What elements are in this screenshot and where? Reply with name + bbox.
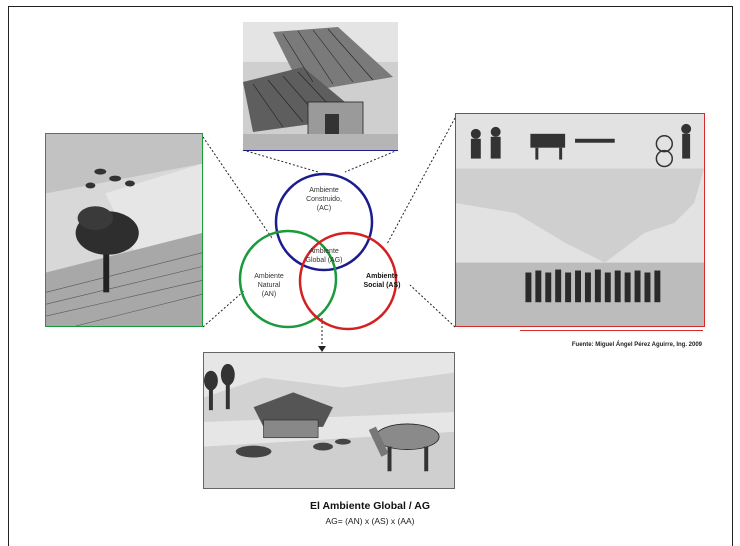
connector-left-bottom: [202, 289, 246, 328]
source-underline: [520, 330, 703, 331]
image-built-environment: [243, 22, 398, 151]
image-global-environment: [203, 352, 455, 489]
label-natural-environment: Ambiente Natural (AN): [254, 273, 284, 298]
connector-top-left: [242, 149, 319, 173]
connector-top-right: [344, 149, 399, 173]
page-frame: [8, 6, 733, 546]
image-natural-environment: [45, 133, 203, 327]
image-social-environment: [455, 113, 705, 327]
connector-left-top: [202, 136, 273, 239]
connector-right-bottom: [409, 284, 456, 328]
circle-natural: [238, 229, 338, 329]
label-global-environment: Ambiente Global (AG): [305, 248, 343, 264]
arrow-head: [318, 346, 326, 352]
source-credit: Fuente: Miguel Ángel Pérez Aguirre, Ing.…: [571, 342, 702, 348]
label-built-environment: Ambiente Construido, (AC): [306, 187, 342, 212]
circle-social: [298, 231, 398, 331]
venn-diagram: [202, 117, 456, 352]
label-social-environment: Ambiente Social (AS): [363, 273, 401, 289]
diagram-title: El Ambiente Global / AG: [310, 500, 430, 512]
circle-built: [274, 172, 374, 272]
diagram-formula: AG= (AN) x (AS) x (AA): [325, 516, 415, 526]
